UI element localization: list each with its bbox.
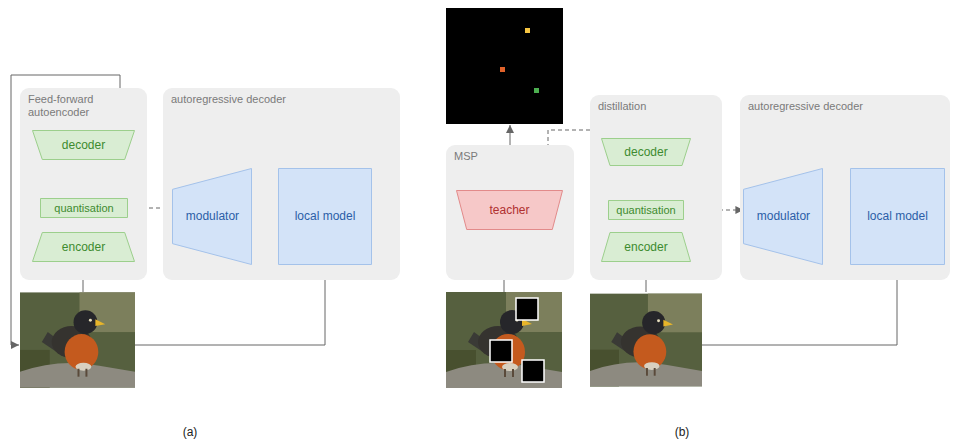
trapezoid-block: encoder	[32, 232, 135, 262]
process-box: quantisation	[608, 200, 684, 220]
shape-fill	[279, 169, 372, 265]
shape-fill	[457, 191, 563, 230]
mask-patch	[490, 340, 512, 362]
masked-image	[446, 292, 562, 388]
shape-fill	[41, 199, 128, 218]
group-panel: autoregressive decoder modulator local mod…	[740, 95, 950, 280]
shape-fill	[609, 201, 684, 220]
block-label: local model	[295, 210, 356, 223]
group-panel: MSP teacher	[446, 145, 574, 280]
process-box: quantisation	[40, 198, 128, 218]
figure-label: (a)	[175, 425, 205, 439]
group-panel: Feed-forward autoencoder decoder quantisat…	[20, 88, 147, 280]
panel-label: Feed-forward autoencoder	[28, 93, 123, 119]
block-label: encoder	[62, 241, 105, 254]
shape-fill	[851, 169, 945, 265]
block-label: teacher	[489, 204, 529, 217]
mask-patch	[522, 360, 544, 382]
block-label: modulator	[186, 210, 239, 223]
block-label: quantisation	[616, 204, 675, 217]
input-image	[20, 292, 135, 387]
predicted-pixel	[534, 88, 539, 93]
trapezoid-block: encoder	[601, 232, 691, 262]
group-panel: autoregressive decoder modulator local mod…	[163, 88, 400, 280]
panel-label: MSP	[454, 150, 566, 163]
predicted-pixel	[500, 67, 505, 72]
process-box: local model	[278, 168, 372, 265]
trapezoid-block: decoder	[32, 130, 135, 160]
shape-fill	[33, 233, 135, 262]
figure-label: (b)	[667, 425, 697, 439]
process-box: local model	[850, 168, 945, 265]
trapezoid-block: teacher	[456, 190, 563, 230]
panel-label: autoregressive decoder	[748, 100, 942, 113]
shape-fill	[744, 169, 823, 265]
shape-fill	[602, 233, 691, 262]
input-image	[590, 294, 702, 387]
panel-label: autoregressive decoder	[171, 93, 392, 106]
shape-fill	[173, 169, 252, 265]
block-label: quantisation	[54, 202, 113, 215]
block-label: decoder	[62, 139, 105, 152]
block-label: modulator	[757, 210, 810, 223]
predicted-pixel	[525, 28, 530, 33]
modulator-block: modulator	[172, 168, 252, 265]
group-panel: distillation decoder quantisation encoder	[590, 95, 722, 280]
block-label: local model	[867, 210, 928, 223]
modulator-block: modulator	[743, 168, 823, 265]
mask-patch	[516, 298, 538, 320]
block-label: encoder	[624, 241, 667, 254]
trapezoid-block: decoder	[601, 138, 691, 166]
block-label: decoder	[624, 146, 667, 159]
panel-label: distillation	[598, 100, 714, 113]
shape-fill	[33, 131, 135, 160]
shape-fill	[602, 139, 691, 166]
prediction-image	[446, 8, 563, 124]
